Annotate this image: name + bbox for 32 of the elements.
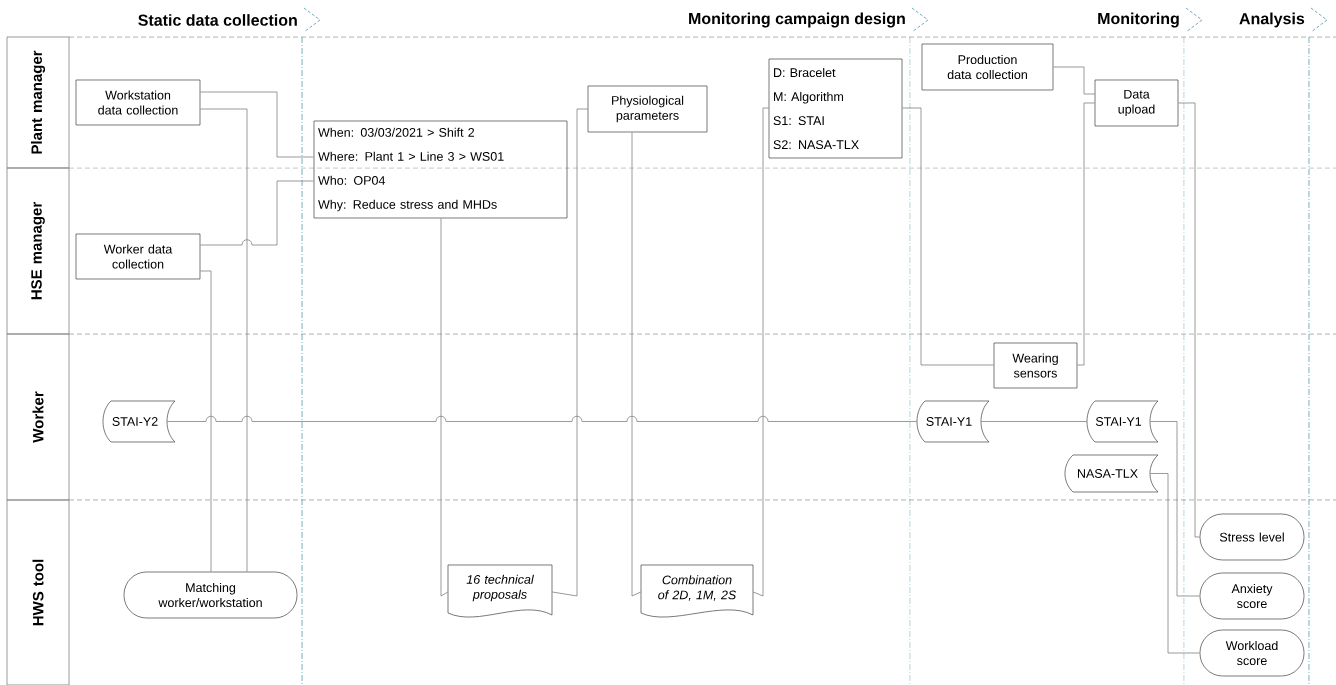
connector-line [752,107,770,597]
phase-title: Static data collection [138,14,297,26]
process-box: Workstation data collection [75,79,201,126]
swimlane-header: HWS tool [6,499,70,685]
connector-line [980,421,1088,422]
process-box: Data upload [1094,79,1179,127]
connector-line [166,415,918,422]
info-box: D: Bracelet M: Algorithm S1: STAI S2: NASA-TLX [768,58,903,159]
connector-line [199,91,315,158]
connector-line [1052,66,1096,95]
connector-line [199,108,248,573]
connector-line [631,131,642,597]
connector-line [1149,473,1201,654]
connector-line [1149,421,1201,597]
connector-line [440,217,449,597]
swimlane-header: HSE manager [6,167,70,335]
connector-line [199,180,315,246]
phase-title: Monitoring campaign design [689,12,905,28]
process-box: Worker data collection [75,233,201,280]
connector-line [1177,102,1201,538]
process-box: Wearing sensors [993,342,1078,389]
swimlane-header: Worker [6,333,70,501]
process-box: Production data collection [921,43,1054,91]
connector-line [199,270,212,573]
process-box: Physiological parameters [587,85,708,133]
phase-title: Analysis [1239,12,1305,28]
connector-line [901,107,995,366]
info-box: When: 03/03/2021 > Shift 2 Where: Plant 1 > Line 3 > WS01 Who: OP04 Why: Reduce stress and MHDs [313,120,568,219]
swimlane-header: Plant manager [6,36,70,169]
connector-line [1076,102,1096,366]
phase-title: Monitoring [1098,12,1179,28]
connector-line [551,108,589,597]
